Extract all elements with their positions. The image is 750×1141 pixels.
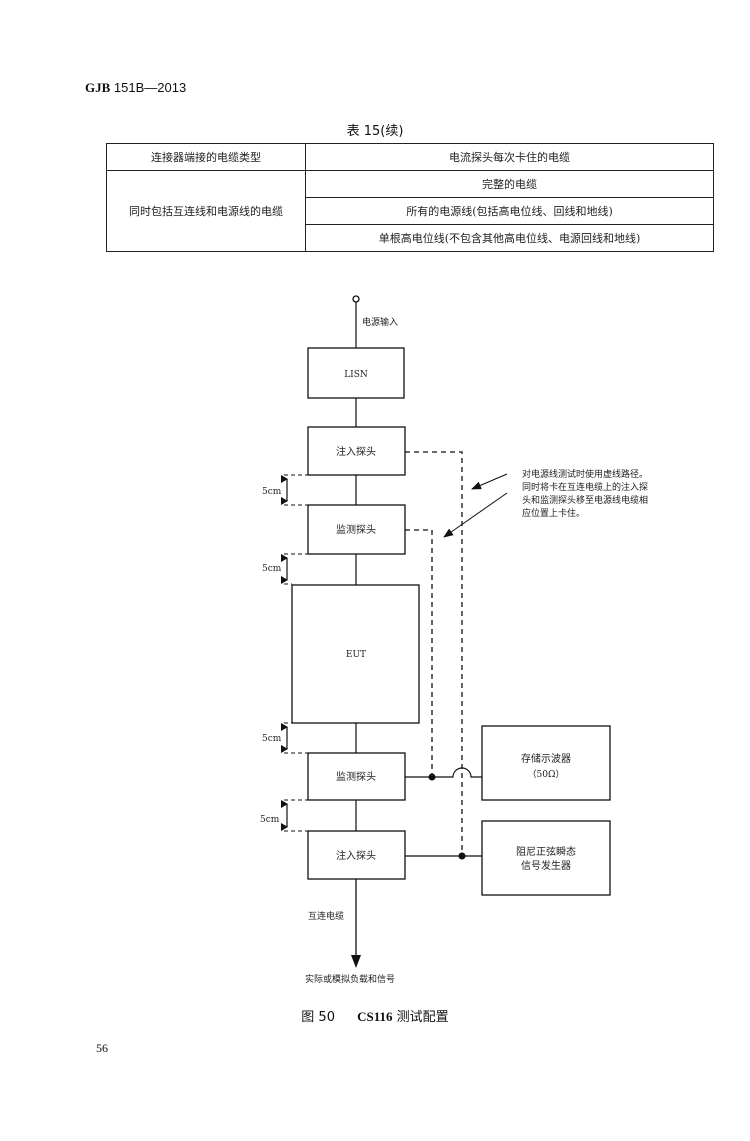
standard-prefix: GJB: [85, 80, 111, 95]
spacing-label: 5cm: [262, 487, 282, 497]
spacing-label: 5cm: [262, 734, 282, 744]
load-label: 实际或模拟负载和信号: [305, 973, 395, 985]
cell-cable-option: 完整的电缆: [305, 170, 714, 198]
document-header: GJB 151B—2013: [85, 80, 186, 96]
table-row: 所有的电源线(包括高电位线、回线和地线): [107, 197, 714, 225]
injection-probe-top-label: 注入探头: [336, 445, 376, 458]
cell-cable-type: 同时包括互连线和电源线的电缆: [106, 170, 306, 252]
table-header-row: 连接器端接的电缆类型 电流探头每次卡住的电缆: [106, 143, 714, 171]
eut-label: EUT: [346, 650, 366, 660]
header-cable-type: 连接器端接的电缆类型: [106, 143, 306, 171]
note-line: 头和监测探头移至电源线电缆相: [522, 494, 648, 506]
oscilloscope-label-line2: （50Ω）: [528, 769, 565, 780]
note-line: 同时将卡在互连电缆上的注入探: [522, 481, 648, 493]
standard-number: 151B—2013: [113, 80, 187, 95]
spacing-label: 5cm: [262, 564, 282, 574]
alternate-monitor-path: [405, 529, 433, 777]
note-arrow-monitor: [443, 492, 508, 538]
oscilloscope-label-line1: 存储示波器: [521, 752, 571, 765]
table-row: 单根高电位线(不包含其他高电位线、电源回线和地线): [107, 224, 714, 252]
signal-generator-box: [481, 820, 611, 896]
note-line: 对电源线测试时使用虚线路径。: [522, 468, 648, 480]
alternate-injection-path: [405, 451, 463, 856]
arrow-down-icon: [351, 955, 361, 968]
cable-table: 连接器端接的电缆类型 电流探头每次卡住的电缆 同时包括互连线和电源线的电缆 完整…: [106, 143, 714, 252]
generator-label-line2: 信号发生器: [521, 859, 571, 872]
interconnect-cable-label: 互连电缆: [308, 910, 344, 922]
cell-cable-option: 单根高电位线(不包含其他高电位线、电源回线和地线): [305, 224, 714, 252]
injection-probe-bottom-label: 注入探头: [336, 849, 376, 862]
monitor-probe-top-label: 监测探头: [336, 523, 376, 536]
figure-code: CS116: [357, 1009, 393, 1024]
page-number: 56: [96, 1041, 108, 1055]
oscilloscope-box: [481, 725, 611, 801]
table-caption: 表 15(续): [346, 124, 404, 139]
spacing-label: 5cm: [260, 815, 280, 825]
figure-title: 测试配置: [396, 1010, 449, 1025]
figure-caption: 图 50 CS116 测试配置: [0, 1006, 750, 1025]
lisn-label: LISN: [344, 370, 368, 380]
power-input-terminal: [352, 295, 360, 303]
cell-cable-option: 所有的电源线(包括高电位线、回线和地线): [305, 197, 714, 225]
header-probe-cable: 电流探头每次卡住的电缆: [305, 143, 714, 171]
note-arrow-injection: [471, 473, 508, 490]
table-row: 同时包括互连线和电源线的电缆 完整的电缆: [106, 170, 714, 252]
figure-number: 图 50: [301, 1010, 335, 1025]
generator-label-line1: 阻尼正弦瞬态: [516, 845, 576, 858]
note-line: 应位置上卡住。: [522, 507, 585, 519]
oscilloscope-cable: [405, 767, 482, 778]
power-input-label: 电源输入: [362, 316, 398, 328]
monitor-probe-bottom-label: 监测探头: [336, 770, 376, 783]
